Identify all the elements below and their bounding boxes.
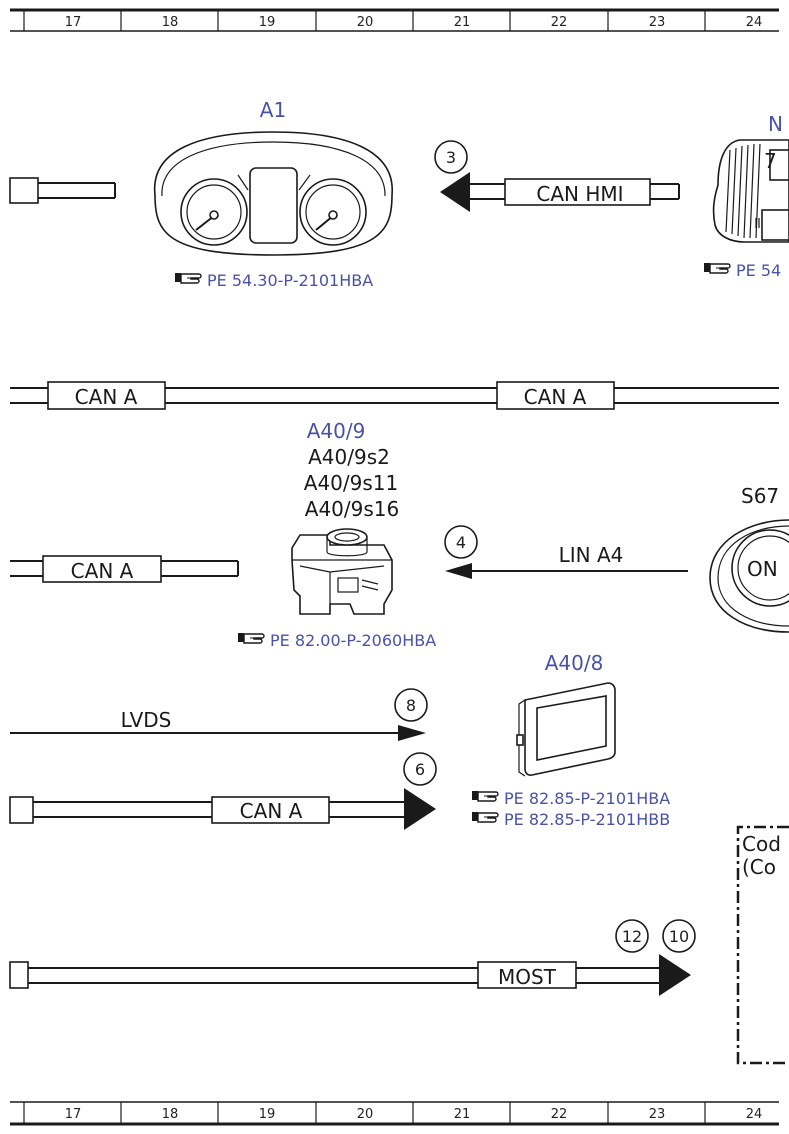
marker-10-circle [662, 919, 696, 953]
ruler-col-17: 17 [65, 15, 82, 30]
lin-a4-label: LIN A4 [559, 543, 624, 567]
top-ruler: 17 18 19 20 21 22 23 24 [10, 8, 779, 32]
s67-label: S67 [741, 484, 779, 508]
marker-6: 6 [415, 760, 425, 779]
ruler-col-23: 23 [649, 15, 666, 30]
ruler-col-22: 22 [551, 15, 568, 30]
ruler-col-18: 18 [162, 15, 179, 30]
a40-9s2-label: A40/9s2 [308, 445, 390, 469]
can-hmi-wire [440, 172, 680, 212]
on-button-icon [709, 519, 789, 633]
can-a-mid-wire [10, 555, 239, 583]
marker-4-circle [444, 525, 478, 559]
ruler-col-19: 19 [259, 1107, 276, 1122]
code-box [736, 825, 789, 1065]
pointing-hand-icon [174, 272, 202, 284]
a1-label: A1 [260, 98, 286, 122]
a40-9s11-label: A40/9s11 [304, 471, 398, 495]
a40-8-label: A40/8 [545, 651, 604, 675]
ruler-col-21: 21 [454, 15, 471, 30]
a1-input-wire [9, 177, 116, 204]
pointing-hand-icon [237, 632, 265, 644]
marker-3: 3 [446, 148, 456, 167]
ruler-col-18: 18 [162, 1107, 179, 1122]
can-a-bus-wire [10, 381, 779, 410]
marker-8: 8 [406, 696, 416, 715]
ruler-col-19: 19 [259, 15, 276, 30]
can-a-low-wire [9, 788, 436, 830]
pointing-hand-icon [471, 790, 499, 802]
most-label: MOST [498, 965, 557, 989]
a1-reference-link[interactable]: PE 54.30-P-2101HBA [207, 271, 373, 290]
switch-module-icon [291, 528, 393, 615]
display-unit-icon [516, 682, 616, 777]
most-wire [9, 954, 691, 996]
can-a-label-left: CAN A [75, 385, 138, 409]
n-reference-link[interactable]: PE 54 [736, 261, 781, 280]
ruler-col-21: 21 [454, 1107, 471, 1122]
marker-3-circle [434, 140, 468, 174]
on-button-label: ON [747, 557, 778, 581]
ruler-col-22: 22 [551, 1107, 568, 1122]
can-hmi-label: CAN HMI [536, 182, 623, 206]
ruler-col-24: 24 [746, 15, 763, 30]
can-a-label-right: CAN A [524, 385, 587, 409]
ruler-col-24: 24 [746, 1107, 763, 1122]
a40-9s16-label: A40/9s16 [305, 497, 399, 521]
code-box-line-2: (Co [742, 855, 776, 879]
ruler-col-23: 23 [649, 1107, 666, 1122]
code-box-line-1: Cod [742, 832, 781, 856]
bottom-ruler: 17 18 19 20 21 22 23 24 [10, 1101, 779, 1126]
marker-10: 10 [669, 927, 689, 946]
a40-9-label: A40/9 [307, 419, 366, 443]
n-component-label: N [768, 112, 783, 136]
a40-9-reference-link[interactable]: PE 82.00-P-2060HBA [270, 631, 436, 650]
a40-8-reference-link-2[interactable]: PE 82.85-P-2101HBB [504, 810, 670, 829]
can-a-label-mid: CAN A [71, 559, 134, 583]
marker-6-circle [403, 752, 437, 786]
lvds-wire [10, 725, 426, 741]
ruler-col-17: 17 [65, 1107, 82, 1122]
marker-12: 12 [622, 927, 642, 946]
can-a-label-low: CAN A [240, 799, 303, 823]
marker-8-circle [394, 688, 428, 722]
pointing-hand-icon [703, 262, 731, 274]
ruler-col-20: 20 [357, 1107, 374, 1122]
lvds-label: LVDS [121, 708, 172, 732]
marker-4: 4 [456, 533, 466, 552]
instrument-cluster-icon [153, 131, 393, 256]
marker-12-circle [615, 919, 649, 953]
control-unit-glyph: 7 [764, 149, 777, 173]
pointing-hand-icon [471, 811, 499, 823]
a40-8-reference-link-1[interactable]: PE 82.85-P-2101HBA [504, 789, 670, 808]
control-unit-partial-icon [712, 139, 789, 243]
ruler-col-20: 20 [357, 15, 374, 30]
lin-a4-wire [445, 563, 688, 579]
